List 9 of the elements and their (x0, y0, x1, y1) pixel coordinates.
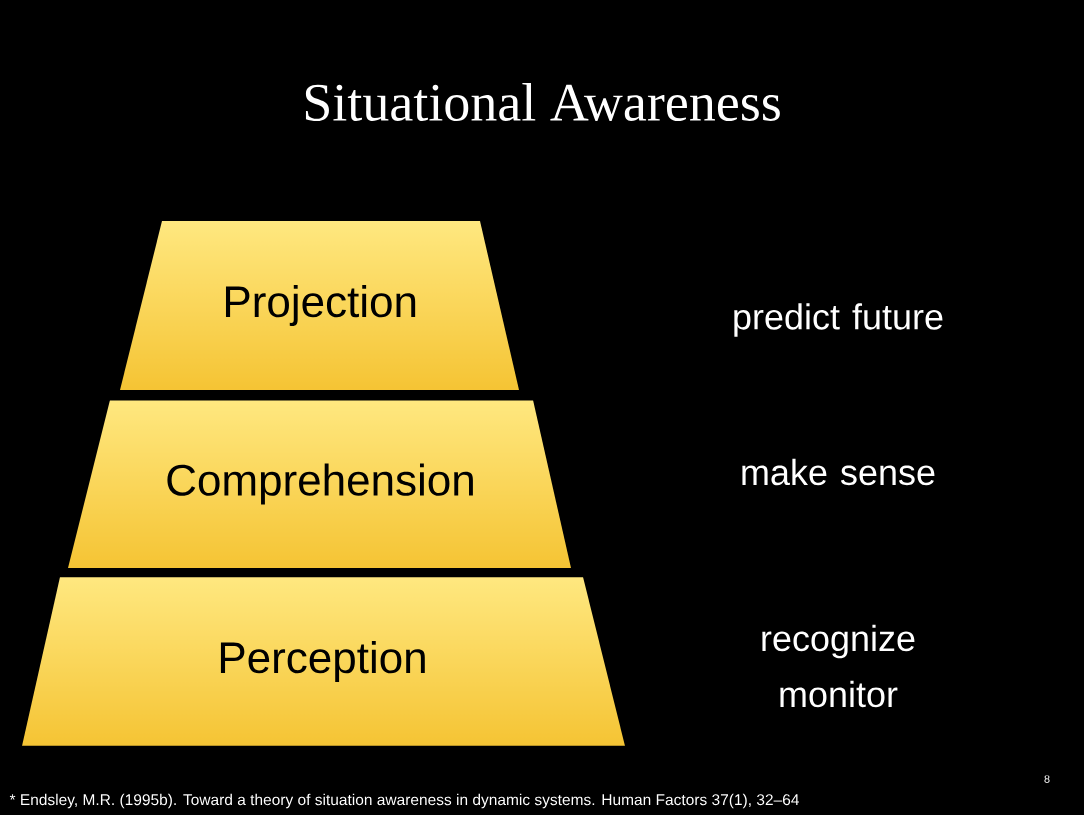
pyramid-layer: Perception (220, 641, 425, 682)
page-number: 8 (1044, 775, 1050, 783)
footnote: * Endsley, M.R. (1995b). Toward a theory of situation awareness in dynamic systems. Human Factors 37(1), 32–64 (9, 793, 799, 809)
pyramid-layer: Comprehension (167, 463, 473, 505)
layer-description: make sense (742, 458, 935, 486)
pyramid-layer: Projection (226, 285, 416, 326)
layer-description: recognize monitor (762, 624, 915, 708)
layer-description: predict future (734, 303, 943, 337)
title: Situational Awareness (305, 83, 780, 121)
